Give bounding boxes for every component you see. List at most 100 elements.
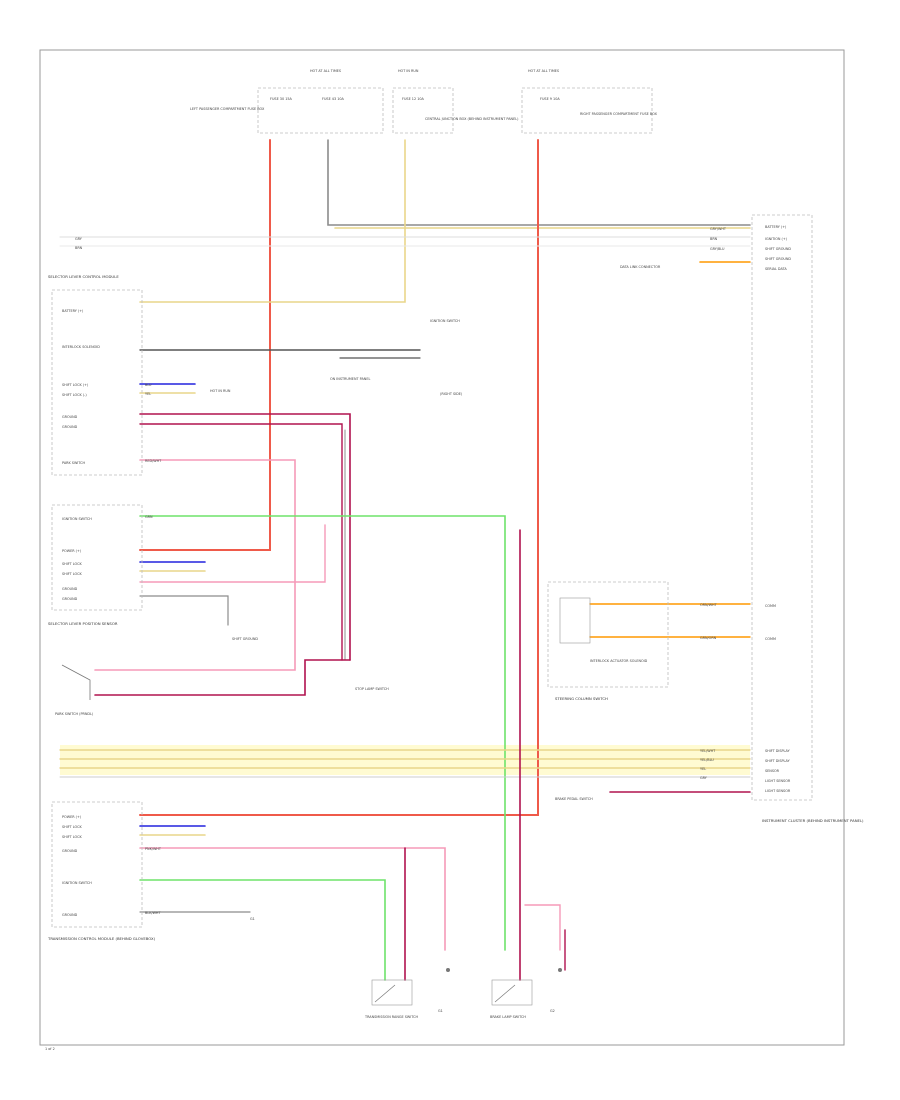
wire-green-1 — [139, 515, 506, 951]
shift-ground-label: SHIFT GROUND — [232, 637, 258, 641]
tcm-pin-3: SHIFT LOCK — [62, 835, 83, 839]
cluster-pin-5: SERIAL DATA — [765, 267, 787, 271]
wire-code-blkwht: BLK/WHT — [145, 911, 161, 915]
wire-darkred-1 — [139, 413, 351, 661]
wire-code-ornwht: ORN/WHT — [700, 603, 718, 607]
ground-label-a: ON INSTRUMENT PANEL — [330, 377, 370, 381]
selector-pin-5: GROUND — [62, 415, 78, 419]
data-link-label: DATA LINK CONNECTOR — [620, 265, 661, 269]
shift-pin-3: SHIFT LOCK — [62, 562, 83, 566]
tcm-module: TRANSMISSION CONTROL MODULE (BEHIND GLOV… — [47, 801, 156, 941]
fuse-name-1: FUSE 30 15A — [270, 97, 293, 101]
wire-network — [59, 139, 751, 981]
band-row-1: YEL/WHT — [700, 749, 716, 753]
wire-code-pnkwht: PNK/WHT — [145, 847, 162, 851]
fuse-name-3: FUSE 12 10A — [402, 97, 425, 101]
cluster-pin-3: SHIFT GROUND — [765, 247, 791, 251]
selector-pin-7: PARK SWITCH — [62, 461, 86, 465]
cluster-pin-12: LIGHT SENSOR — [765, 789, 791, 793]
bus-wire-1: GRY/WHT — [710, 227, 727, 231]
selector-module: SELECTOR LEVER CONTROL MODULE BATTERY (+… — [48, 274, 143, 476]
wire-gray-3 — [139, 595, 229, 626]
tcm-title: TRANSMISSION CONTROL MODULE (BEHIND GLOV… — [47, 936, 156, 941]
selector-module-title: SELECTOR LEVER CONTROL MODULE — [48, 274, 119, 279]
page-number: 1 of 2 — [45, 1047, 55, 1051]
cluster-pin-4: SHIFT GROUND — [765, 257, 791, 261]
fuse-box-center: HOT IN RUN FUSE 12 10A CENTRAL JUNCTION … — [392, 69, 519, 134]
wire-red-2 — [139, 139, 539, 816]
cluster-title: INSTRUMENT CLUSTER (BEHIND INSTRUMENT PA… — [762, 818, 864, 823]
fuse-label-3: CENTRAL JUNCTION BOX (BEHIND INSTRUMENT … — [425, 117, 519, 121]
shift-pin-2: POWER (+) — [62, 549, 82, 553]
diagram-frame — [39, 49, 845, 1046]
wire-pink-4 — [524, 904, 561, 951]
selector-pin-3: SHIFT LOCK (+) — [62, 383, 89, 387]
cluster-pin-1: BATTERY (+) — [765, 225, 787, 229]
wire-darkred-3 — [94, 659, 351, 696]
fuse-label-4: RIGHT PASSENGER COMPARTMENT FUSE BOX — [580, 112, 658, 116]
tcm-pin-5: IGNITION SWITCH — [62, 881, 92, 885]
cluster-pin-8: SHIFT DISPLAY — [765, 749, 791, 753]
tcm-pin-6: GROUND — [62, 913, 78, 917]
stop-lamp-label: STOP LAMP SWITCH — [355, 687, 389, 691]
shift-pin-1: IGNITION SWITCH — [62, 517, 92, 521]
tcm-pin-1: POWER (+) — [62, 815, 82, 819]
cluster-pin-2: IGNITION (+) — [765, 237, 788, 241]
tcm-pin-4: GROUND — [62, 849, 78, 853]
tcm-pin-2: SHIFT LOCK — [62, 825, 83, 829]
instrument-cluster: INSTRUMENT CLUSTER (BEHIND INSTRUMENT PA… — [751, 214, 864, 823]
bus-left-2: BRN — [75, 246, 83, 250]
cluster-pin-6: COMM — [765, 604, 776, 608]
cluster-pin-7: COMM — [765, 637, 776, 641]
band-row-4: GRY — [700, 776, 708, 780]
wire-darkred-2 — [139, 423, 343, 661]
wire-code-redwht: RED/WHT — [145, 459, 162, 463]
wire-pink-2 — [139, 524, 326, 583]
shift-pin-5: GROUND — [62, 587, 78, 591]
fuse-name-4: FUSE 9 10A — [540, 97, 560, 101]
bus-left-1: GRY — [75, 237, 83, 241]
bottom-c2-ground: G2 — [550, 1009, 555, 1013]
wire-pink-3 — [139, 847, 446, 951]
wire-green-2 — [139, 879, 386, 981]
steering-inner: INTERLOCK ACTUATOR SOLENOID — [590, 659, 648, 663]
shift-module: SELECTOR LEVER POSITION SENSOR IGNITION … — [48, 504, 143, 626]
steering-column-switch: INTERLOCK ACTUATOR SOLENOID STEERING COL… — [547, 581, 669, 701]
fuse-header-1: HOT AT ALL TIMES — [310, 69, 341, 73]
shift-module-title: SELECTOR LEVER POSITION SENSOR — [48, 621, 118, 626]
fuse-box-right: HOT AT ALL TIMES FUSE 9 10A RIGHT PASSEN… — [521, 69, 658, 134]
park-switch: PARK SWITCH (PRNDL) — [55, 664, 94, 716]
fuse-header-4: HOT AT ALL TIMES — [528, 69, 559, 73]
wire-gray-1 — [327, 139, 751, 226]
cluster-pin-10: SENSOR — [765, 769, 780, 773]
wire-pink-1 — [94, 459, 296, 671]
fuse-name-2: FUSE 43 10A — [322, 97, 345, 101]
selector-pin-2: INTERLOCK SOLENOID — [62, 345, 100, 349]
cluster-pin-11: LIGHT SENSOR — [765, 779, 791, 783]
selector-pin-6: GROUND — [62, 425, 78, 429]
bottom-component-1: TRANSMISSION RANGE SWITCH G1 — [364, 968, 450, 1019]
bottom-c1-ground: G1 — [438, 1009, 443, 1013]
cluster-pin-9: SHIFT DISPLAY — [765, 759, 791, 763]
shift-pin-6: GROUND — [62, 597, 78, 601]
band-row-2: YEL/BLU — [700, 758, 714, 762]
fuse-box-left: HOT AT ALL TIMES FUSE 30 15A FUSE 43 10A… — [190, 69, 384, 134]
bus-wire-2: BRN — [710, 237, 718, 241]
selector-pin-1: BATTERY (+) — [62, 309, 84, 313]
wire-code-grnorn: GRN/ORN — [700, 636, 717, 640]
misc-labels: GRY/WHT BRN GRY/BLU GRY BRN DATA LINK CO… — [45, 227, 727, 1051]
selector-pin-4: SHIFT LOCK (-) — [62, 393, 87, 397]
wire-red-1 — [139, 139, 271, 551]
ground-label-b: (RIGHT SIDE) — [440, 392, 463, 396]
bottom-c1-title: TRANSMISSION RANGE SWITCH — [364, 1015, 418, 1019]
bus-wire-3: GRY/BLU — [710, 247, 725, 251]
ignition-label: IGNITION SWITCH — [430, 319, 460, 323]
steering-title: STEERING COLUMN SWITCH — [555, 696, 608, 701]
wire-code-blu: BLU — [145, 383, 152, 387]
g-label: G1 — [250, 917, 255, 921]
bottom-c2-title: BRAKE LAMP SWITCH — [490, 1015, 526, 1019]
hot-in-run-label: HOT IN RUN — [210, 389, 231, 393]
fuse-header-3: HOT IN RUN — [398, 69, 419, 73]
bottom-component-2: BRAKE LAMP SWITCH G2 — [490, 968, 562, 1019]
